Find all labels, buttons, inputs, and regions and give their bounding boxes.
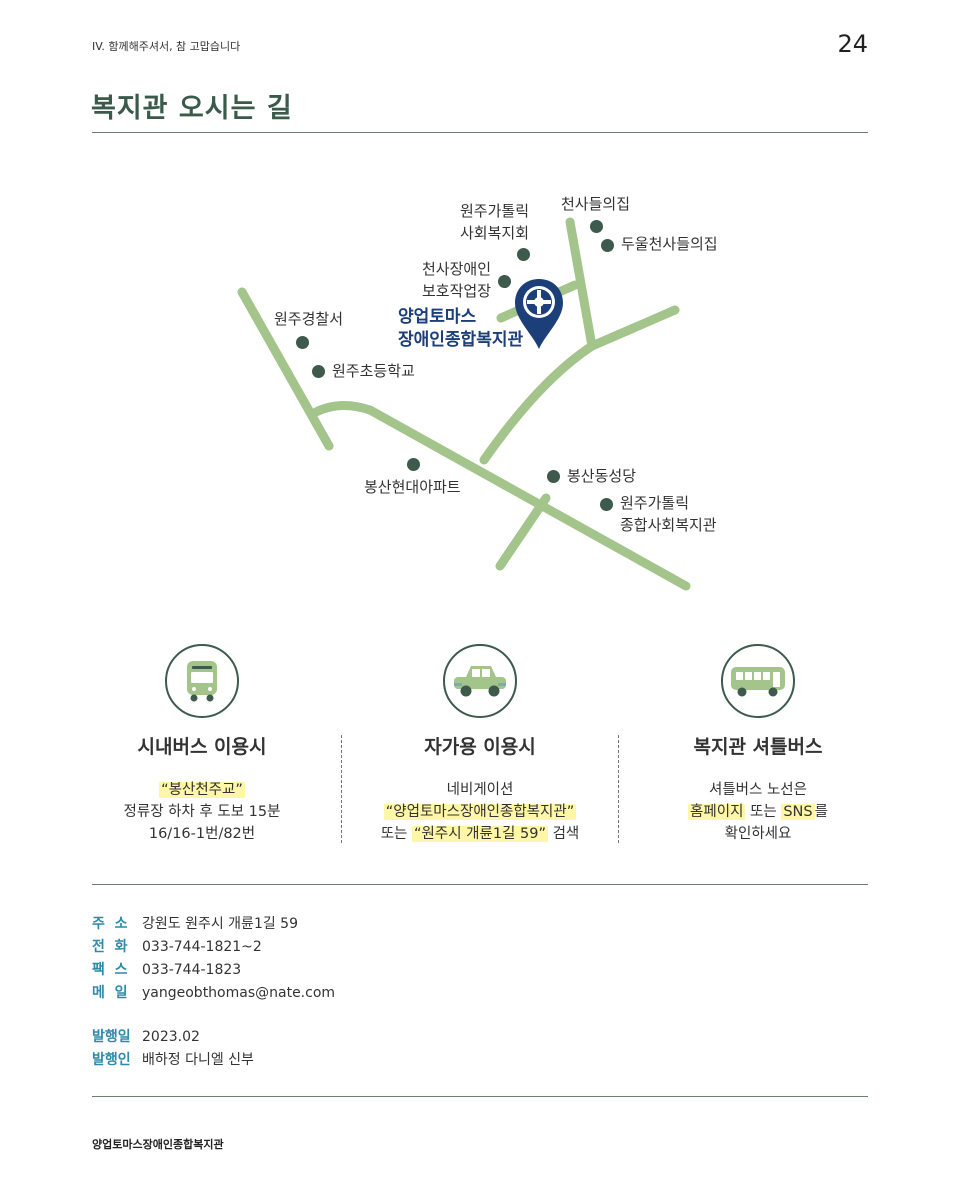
dot-angel-house	[590, 220, 603, 233]
phone-value: 033-744-1821~2	[142, 939, 262, 955]
dot-elementary	[312, 365, 325, 378]
road-network	[237, 217, 691, 591]
location-pin-icon	[515, 279, 563, 349]
dot-wonju-catholic-social	[517, 248, 530, 261]
label-apartment: 봉산현대아파트	[364, 478, 461, 496]
fax-value: 033-744-1823	[142, 962, 242, 978]
bus-icon	[187, 661, 217, 702]
label-catholic-welfare: 원주가톨릭 종합사회복지관	[620, 494, 717, 534]
info-row-email: 메 일 yangeobthomas@nate.com	[92, 982, 335, 1005]
address-key: 주 소	[92, 916, 128, 932]
label-elementary: 원주초등학교	[332, 362, 415, 380]
car-title: 자가용 이용시	[424, 736, 536, 758]
road-northeast-curve	[479, 305, 680, 465]
city-bus-desc: “봉산천주교” 정류장 하차 후 도보 15분 16/16-1번/82번	[123, 782, 281, 842]
email-key: 메 일	[92, 985, 128, 1001]
divider-1	[341, 735, 342, 843]
label-angel-workshop: 천사장애인 보호작업장	[422, 260, 492, 300]
label-dual-angel-house: 두울천사들의집	[621, 235, 718, 253]
shuttle-bus-icon	[731, 667, 785, 697]
transport-car: 자가용 이용시 네비게이션 “양업토마스장애인종합복지관” 또는 “원주시 개륜…	[352, 644, 608, 845]
main-location-label: 양업토마스 장애인종합복지관	[398, 307, 524, 350]
header-section: IV. 함께해주셔서, 참 고맙습니다	[92, 40, 241, 53]
car-icon	[454, 666, 506, 697]
shuttle-title: 복지관 셔틀버스	[693, 736, 823, 758]
publisher-key: 발행인	[92, 1052, 131, 1068]
publish-date-value: 2023.02	[142, 1029, 200, 1045]
fax-key: 팩 스	[92, 962, 128, 978]
publish-date-key: 발행일	[92, 1029, 131, 1045]
dot-apartment	[407, 458, 420, 471]
address-value: 강원도 원주시 개륜1길 59	[142, 916, 298, 932]
dot-angel-workshop	[498, 275, 511, 288]
info-row-address: 주 소 강원도 원주시 개륜1길 59	[92, 913, 335, 936]
road-south	[495, 493, 551, 571]
title-divider	[92, 132, 868, 133]
email-value[interactable]: yangeobthomas@nate.com	[142, 985, 336, 1001]
divider-2	[618, 735, 619, 843]
label-cathedral: 봉산동성당	[567, 467, 637, 485]
dot-catholic-welfare	[600, 498, 613, 511]
page-number: 24	[837, 30, 868, 58]
info-row-publisher: 발행인 배하정 다니엘 신부	[92, 1049, 254, 1072]
contact-info: 주 소 강원도 원주시 개륜1길 59 전 화 033-744-1821~2 팩…	[92, 913, 335, 1005]
info-row-publish-date: 발행일 2023.02	[92, 1026, 254, 1049]
location-map: 원주가톨릭 사회복지회 천사들의집 두울천사들의집 천사장애인 보호작업장 원주…	[0, 180, 960, 620]
phone-key: 전 화	[92, 939, 128, 955]
footer-org-name: 양업토마스장애인종합복지관	[92, 1138, 224, 1151]
publish-info: 발행일 2023.02 발행인 배하정 다니엘 신부	[92, 1026, 254, 1072]
road-west	[237, 287, 334, 451]
publisher-value: 배하정 다니엘 신부	[142, 1052, 254, 1068]
dot-police	[296, 336, 309, 349]
info-row-fax: 팩 스 033-744-1823	[92, 959, 335, 982]
dot-cathedral	[547, 470, 560, 483]
road-main-diagonal	[311, 401, 691, 591]
road-north	[565, 217, 597, 351]
bus-icon-circle	[165, 644, 239, 718]
page-title: 복지관 오시는 길	[91, 93, 293, 124]
dot-dual-angel-house	[601, 239, 614, 252]
label-wonju-catholic-social: 원주가톨릭 사회복지회	[460, 202, 530, 242]
shuttle-icon-circle	[721, 644, 795, 718]
car-icon-circle	[443, 644, 517, 718]
car-desc: 네비게이션 “양업토마스장애인종합복지관” 또는 “원주시 개륜1길 59” 검…	[380, 782, 580, 842]
city-bus-title: 시내버스 이용시	[137, 736, 267, 758]
info-row-phone: 전 화 033-744-1821~2	[92, 936, 335, 959]
info-divider	[92, 884, 868, 885]
footer-divider	[92, 1096, 868, 1097]
transport-city-bus: 시내버스 이용시 “봉산천주교” 정류장 하차 후 도보 15분 16/16-1…	[74, 644, 330, 845]
label-angel-house: 천사들의집	[561, 195, 631, 213]
label-police: 원주경찰서	[274, 310, 344, 328]
